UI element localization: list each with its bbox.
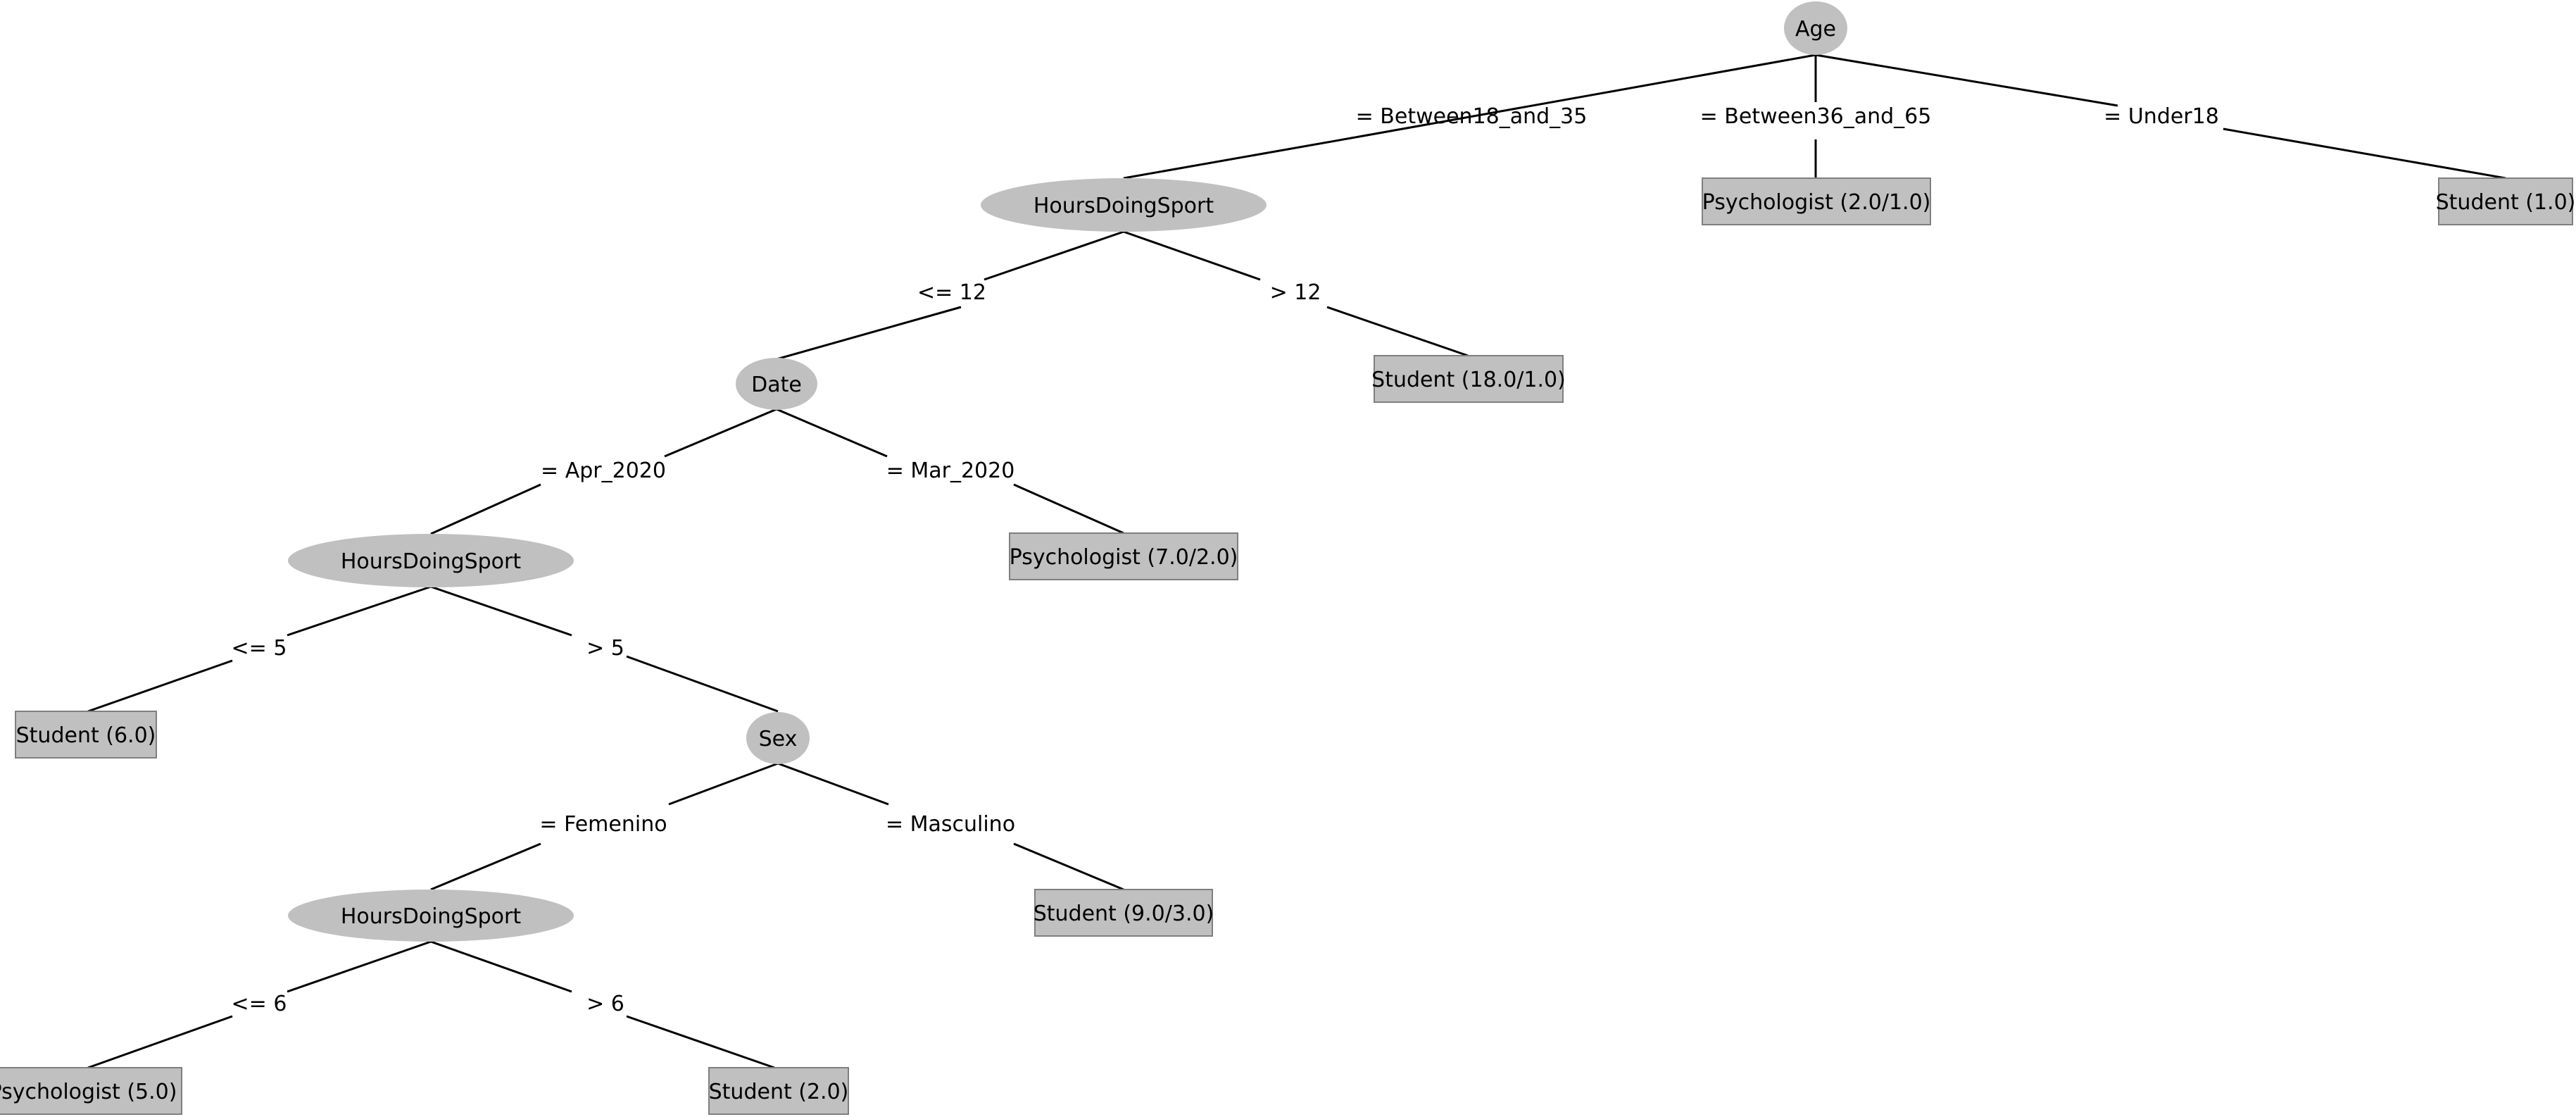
connector-under18-student (2223, 127, 2506, 180)
connector-hours2-le5 (287, 585, 432, 637)
node-ellipse (288, 534, 574, 587)
tree-leaf-student-2[interactable]: Student (2.0) (708, 1067, 849, 1115)
tree-edge-labels: = Between18_and_35 = Between36_and_65 = … (232, 104, 2219, 1016)
tree-connectors (87, 54, 2506, 1069)
connector-date-mar (776, 408, 888, 458)
leaf-label: Student (1.0) (2436, 190, 2576, 215)
edge-label-masculino: = Masculino (886, 812, 1015, 837)
node-label: Sex (759, 727, 798, 751)
edge-label-femenino: = Femenino (539, 812, 667, 837)
leaf-label: Student (6.0) (16, 723, 156, 748)
edge-label-mar-2020: = Mar_2020 (886, 458, 1015, 483)
tree-node-date[interactable]: Date (736, 358, 817, 410)
connector-hours3-gt6 (430, 940, 572, 993)
edge-label-between18-and-35: = Between18_and_35 (1356, 104, 1588, 129)
leaf-box (15, 711, 157, 759)
connector-le6-psych (87, 1015, 233, 1069)
leaf-box (0, 1067, 182, 1115)
connector-hours3-le6 (287, 940, 432, 993)
leaf-label: Psychologist (2.0/1.0) (1702, 190, 1931, 215)
edge-label-between36-and-65: = Between36_and_65 (1700, 104, 1932, 129)
connector-hours1-gt12 (1123, 230, 1261, 281)
tree-node-hours-doing-sport-1[interactable]: HoursDoingSport (981, 178, 1267, 232)
edge-label-le6: <= 6 (232, 992, 287, 1016)
connector-sex-femenino (668, 762, 779, 806)
tree-node-age[interactable]: Age (1784, 1, 1847, 55)
connector-le12-date (776, 306, 962, 361)
connector-between18-hours1 (1123, 136, 1356, 180)
connector-hours1-le12 (984, 230, 1124, 281)
connector-sex-masculino (777, 762, 889, 806)
connector-apr-hours2 (430, 483, 541, 535)
connector-age-between18 (1355, 54, 1816, 139)
tree-leaf-psychologist-7-2[interactable]: Psychologist (7.0/2.0) (1009, 532, 1238, 580)
node-ellipse (736, 358, 817, 410)
node-label: Date (751, 373, 802, 397)
tree-leaf-student-6[interactable]: Student (6.0) (15, 711, 157, 759)
node-label: HoursDoingSport (341, 549, 522, 574)
leaf-box (2438, 177, 2573, 225)
tree-node-hours-doing-sport-3[interactable]: HoursDoingSport (288, 890, 574, 942)
connector-age-under18 (1815, 54, 2118, 107)
leaf-label: Psychologist (5.0) (0, 1080, 177, 1104)
leaf-label: Student (9.0/3.0) (1033, 901, 1214, 926)
tree-node-sex[interactable]: Sex (746, 712, 810, 764)
connector-gt12-student (1326, 306, 1469, 357)
tree-leaf-psychologist-5[interactable]: Psychologist (5.0) (0, 1067, 182, 1115)
edge-label-gt5: > 5 (586, 636, 624, 661)
leaf-box (1034, 889, 1213, 937)
connector-masculino-student (1013, 842, 1124, 891)
tree-leaf-psychologist-2-1[interactable]: Psychologist (2.0/1.0) (1702, 177, 1931, 225)
edge-label-apr-2020: = Apr_2020 (541, 458, 666, 483)
edge-label-le5: <= 5 (232, 636, 287, 661)
node-label: Age (1795, 17, 1836, 42)
edge-label-gt12: > 12 (1270, 280, 1321, 305)
connector-gt5-sex (626, 655, 779, 713)
edge-label-le12: <= 12 (917, 280, 986, 305)
connector-gt6-student (626, 1015, 775, 1069)
leaf-label: Student (18.0/1.0) (1371, 368, 1566, 392)
connector-femenino-hours3 (430, 842, 541, 891)
node-ellipse (1784, 1, 1847, 55)
connector-mar-psych (1013, 483, 1124, 535)
node-label: HoursDoingSport (1033, 194, 1214, 218)
edge-label-under18: = Under18 (2104, 104, 2219, 129)
leaf-box (1009, 532, 1238, 580)
edge-label-gt6: > 6 (586, 992, 624, 1016)
connector-hours2-gt5 (430, 585, 572, 637)
leaf-label: Student (2.0) (709, 1080, 849, 1104)
tree-leaf-student-9-3[interactable]: Student (9.0/3.0) (1033, 889, 1214, 937)
leaf-box (1702, 177, 1931, 225)
tree-node-hours-doing-sport-2[interactable]: HoursDoingSport (288, 534, 574, 587)
node-ellipse (288, 890, 574, 942)
node-ellipse (981, 178, 1267, 232)
leaf-box (1374, 355, 1564, 403)
tree-leaf-student-1[interactable]: Student (1.0) (2436, 177, 2576, 225)
tree-leaf-student-18-1[interactable]: Student (18.0/1.0) (1371, 355, 1566, 403)
connector-le5-student (87, 659, 233, 713)
node-label: HoursDoingSport (341, 904, 522, 929)
connector-date-apr (664, 408, 777, 458)
leaf-label: Psychologist (7.0/2.0) (1010, 545, 1238, 570)
node-ellipse (746, 712, 810, 764)
leaf-box (708, 1067, 849, 1115)
